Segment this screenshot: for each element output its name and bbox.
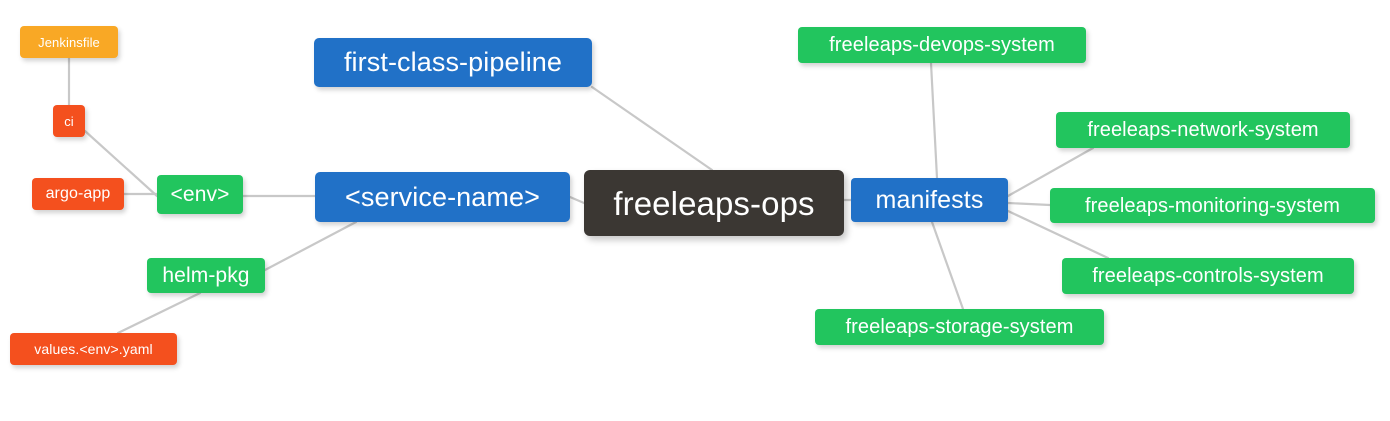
edge-manifests-monitoring [1006, 201, 1052, 207]
node-manifests[interactable]: manifests [851, 178, 1008, 222]
node-helm-pkg[interactable]: helm-pkg [147, 258, 265, 293]
edge-service-helm [263, 220, 358, 272]
node-freeleaps-controls-system[interactable]: freeleaps-controls-system [1062, 258, 1354, 294]
edge-manifests-storage [930, 220, 965, 311]
node-first-class-pipeline[interactable]: first-class-pipeline [314, 38, 592, 87]
node-argo-app[interactable]: argo-app [32, 178, 124, 210]
edge-manifests-devops [929, 61, 939, 180]
edge-helm-values [116, 291, 202, 335]
node-freeleaps-devops-system[interactable]: freeleaps-devops-system [798, 27, 1086, 63]
node-env[interactable]: <env> [157, 175, 243, 214]
node-jenkinsfile[interactable]: Jenkinsfile [20, 26, 118, 58]
node-root-freeleaps-ops[interactable]: freeleaps-ops [584, 170, 844, 236]
edge-root-service [568, 195, 586, 205]
node-ci[interactable]: ci [53, 105, 85, 137]
node-freeleaps-storage-system[interactable]: freeleaps-storage-system [815, 309, 1104, 345]
node-freeleaps-network-system[interactable]: freeleaps-network-system [1056, 112, 1350, 148]
node-service-name[interactable]: <service-name> [315, 172, 570, 222]
node-values-env-yaml[interactable]: values.<env>.yaml [10, 333, 177, 365]
edge-root-pipeline [590, 85, 714, 172]
node-freeleaps-monitoring-system[interactable]: freeleaps-monitoring-system [1050, 188, 1375, 223]
